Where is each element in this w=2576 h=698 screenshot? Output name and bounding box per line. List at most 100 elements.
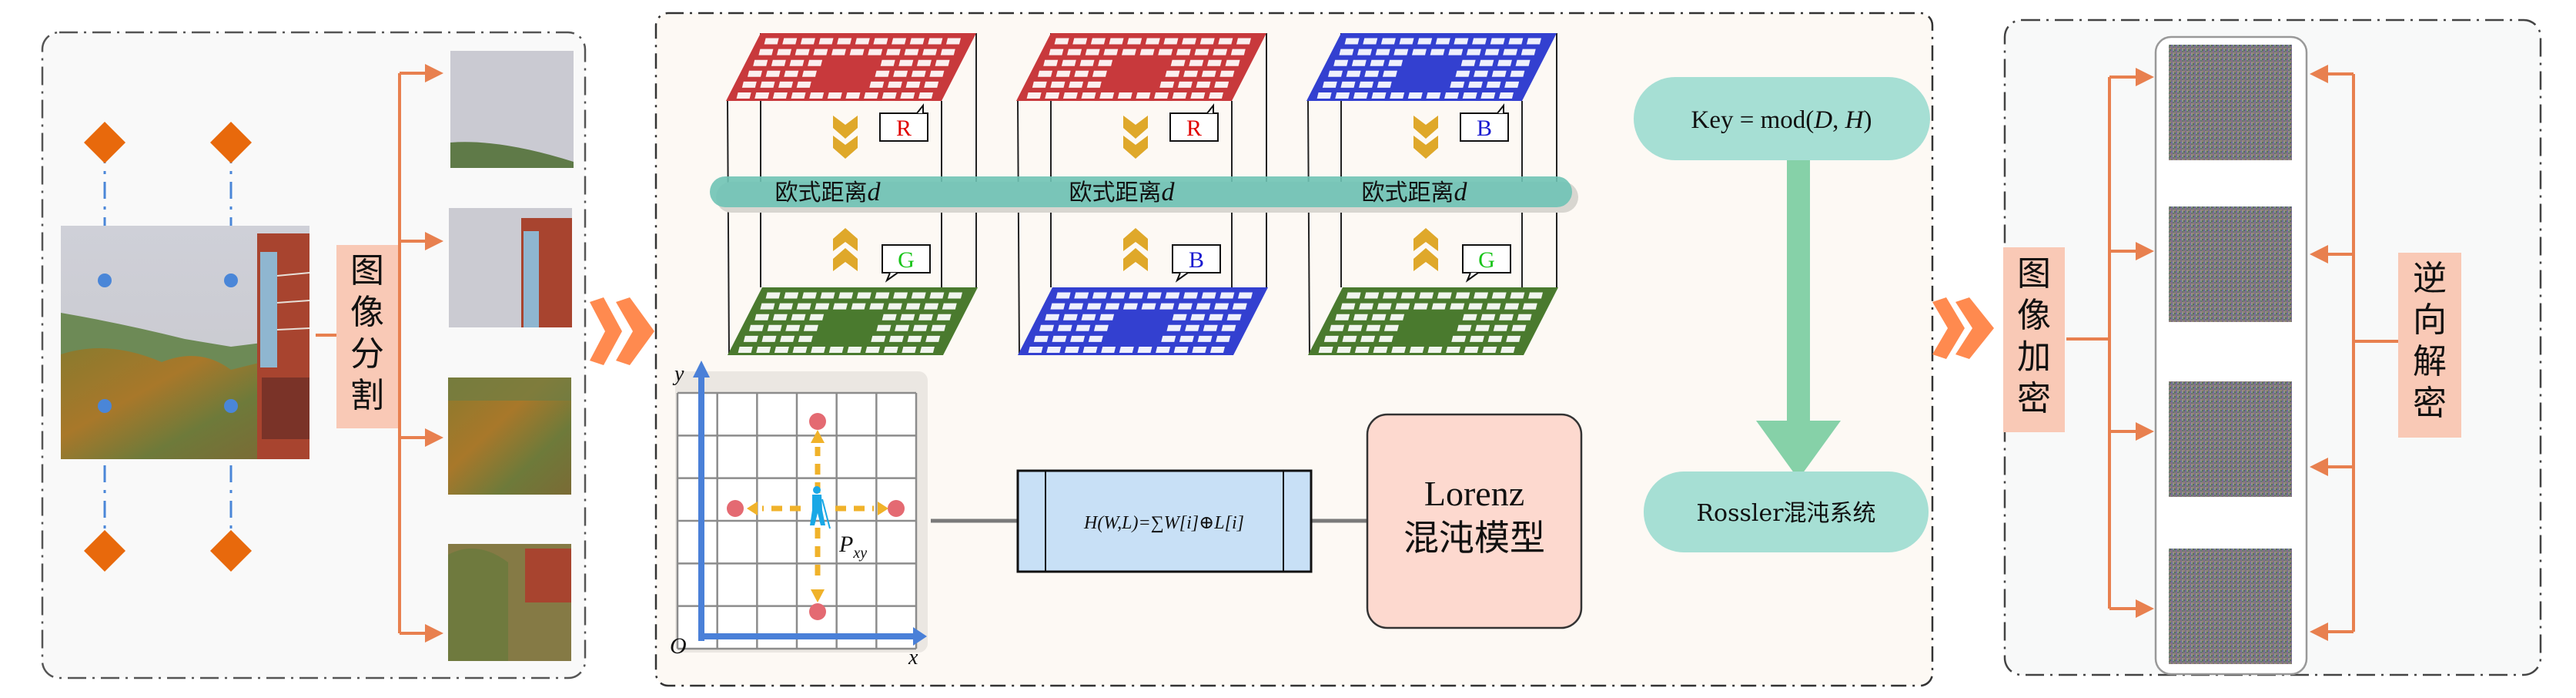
cipher-tile bbox=[2169, 206, 2292, 322]
channel-pair: RB bbox=[1016, 33, 1268, 356]
key-formula-node: Key = mod(D, H) bbox=[1634, 77, 1930, 160]
encrypt-label-char: 像 bbox=[2017, 296, 2051, 335]
segmentation-label-char: 分 bbox=[350, 334, 384, 374]
hash-formula-box: H(W,L)=∑W[i]⊕L[i] bbox=[1016, 469, 1313, 573]
diamond-icon bbox=[210, 122, 252, 163]
rossler-node: Rossler混沌系统 bbox=[1644, 471, 1929, 552]
chevron-right-icon bbox=[590, 297, 622, 365]
cipher-column bbox=[2154, 35, 2308, 676]
guide-lines bbox=[103, 146, 233, 549]
lorenz-title: Lorenz bbox=[1424, 474, 1524, 513]
segmentation-label-char: 割 bbox=[350, 376, 384, 415]
split-point bbox=[98, 273, 112, 287]
channel-grid bbox=[1016, 33, 1266, 101]
flow-chevrons bbox=[1932, 297, 1994, 359]
channel-tag: G bbox=[1462, 244, 1511, 283]
chevron-down-icon bbox=[1123, 116, 1148, 159]
channel-pair: BG bbox=[1306, 33, 1558, 356]
chevron-down-icon bbox=[833, 116, 858, 159]
channel-grid bbox=[728, 287, 978, 355]
encrypt-arrows bbox=[2066, 76, 2139, 610]
diamond-icon bbox=[84, 530, 125, 572]
channel-grid bbox=[1306, 33, 1557, 101]
segmentation-panel-frame bbox=[41, 31, 587, 680]
hash-formula: H(W,L)=∑W[i]⊕L[i] bbox=[1083, 513, 1244, 533]
arrow-left-icon bbox=[2310, 245, 2328, 263]
segment-tile bbox=[448, 378, 571, 495]
distance-label: 欧式距离d bbox=[775, 178, 882, 206]
rossler-label: Rossler混沌系统 bbox=[1696, 500, 1875, 527]
arrow-right-icon bbox=[2136, 242, 2154, 260]
diamond-icon bbox=[84, 122, 125, 163]
split-point bbox=[224, 273, 238, 287]
arrow-right-icon bbox=[425, 64, 443, 82]
x-axis-arrow-icon bbox=[913, 627, 927, 646]
channel-tag: R bbox=[1169, 103, 1219, 142]
neighbor-dot bbox=[809, 603, 826, 620]
channel-tag: B bbox=[1172, 244, 1221, 283]
diamond-icon bbox=[210, 530, 252, 572]
neighbor-dot bbox=[727, 500, 744, 517]
chevron-up-icon bbox=[1413, 228, 1438, 271]
chevron-up-icon bbox=[833, 228, 858, 271]
split-point bbox=[98, 399, 112, 413]
decrypt-label-char: 密 bbox=[2413, 384, 2447, 423]
pixel-neighborhood-grid: y O x bbox=[670, 361, 928, 669]
arrow-up-icon bbox=[811, 430, 825, 443]
arrow-right-icon bbox=[425, 428, 443, 447]
y-axis-arrow-icon bbox=[693, 361, 710, 378]
segmentation-panel: 图 像 分 割 bbox=[41, 31, 587, 680]
decrypt-label-char: 向 bbox=[2413, 300, 2447, 340]
chevron-down-icon bbox=[1413, 116, 1438, 159]
segmentation-label-box bbox=[336, 245, 398, 428]
segment-tile bbox=[450, 51, 574, 168]
distance-band bbox=[710, 176, 1572, 207]
flow-chevrons bbox=[590, 297, 654, 365]
chevron-up-icon bbox=[1123, 228, 1148, 271]
arrow-right-icon bbox=[878, 502, 888, 515]
arrow-right-icon bbox=[2136, 68, 2154, 86]
channel-tag: B bbox=[1460, 103, 1509, 142]
arrow-left-icon bbox=[2310, 458, 2328, 476]
flow-arrow-down bbox=[1756, 160, 1841, 479]
svg-text:G: G bbox=[898, 247, 915, 273]
svg-text:B: B bbox=[1477, 116, 1492, 141]
channel-tag: G bbox=[882, 244, 931, 283]
encrypt-label-char: 密 bbox=[2017, 379, 2051, 418]
encrypt-label-char: 加 bbox=[2017, 337, 2051, 377]
chevron-right-icon bbox=[1932, 297, 1965, 359]
segmentation-label-char: 像 bbox=[350, 293, 384, 332]
arrow-right-icon bbox=[425, 624, 443, 643]
cipher-tile bbox=[2169, 549, 2292, 664]
point-label: Pxy bbox=[838, 532, 867, 562]
channel-pair: RG bbox=[726, 33, 978, 356]
arrow-right-icon bbox=[2136, 599, 2154, 618]
arrow-right-icon bbox=[2136, 422, 2154, 441]
decrypt-label-box bbox=[2398, 253, 2461, 438]
segment-tile bbox=[449, 208, 572, 327]
distance-label: 欧式距离d bbox=[1362, 178, 1468, 206]
decrypt-label-char: 解 bbox=[2413, 342, 2447, 381]
arrow-left-icon bbox=[2310, 622, 2328, 641]
channel-grid bbox=[1018, 287, 1268, 355]
arrow-right-icon bbox=[425, 232, 443, 250]
encrypt-label-char: 图 bbox=[2017, 254, 2051, 294]
encrypt-label-box bbox=[2003, 247, 2065, 432]
diamond-markers bbox=[84, 122, 252, 572]
segmentation-label-char: 图 bbox=[350, 251, 384, 290]
campus-photo bbox=[61, 226, 310, 459]
lorenz-model-box: Lorenz 混沌模型 bbox=[1366, 413, 1583, 629]
decrypt-label-char: 逆 bbox=[2413, 259, 2447, 298]
arrow-down-icon bbox=[1756, 421, 1841, 479]
split-points bbox=[98, 273, 238, 413]
channel-grid bbox=[726, 33, 976, 101]
arrow-left-icon bbox=[2310, 65, 2328, 83]
lorenz-subtitle: 混沌模型 bbox=[1403, 517, 1545, 559]
svg-text:R: R bbox=[1186, 116, 1202, 141]
neighbor-dot bbox=[888, 500, 905, 517]
svg-text:R: R bbox=[896, 116, 912, 141]
origin-label: O bbox=[670, 633, 687, 659]
channel-grid bbox=[1308, 287, 1558, 355]
